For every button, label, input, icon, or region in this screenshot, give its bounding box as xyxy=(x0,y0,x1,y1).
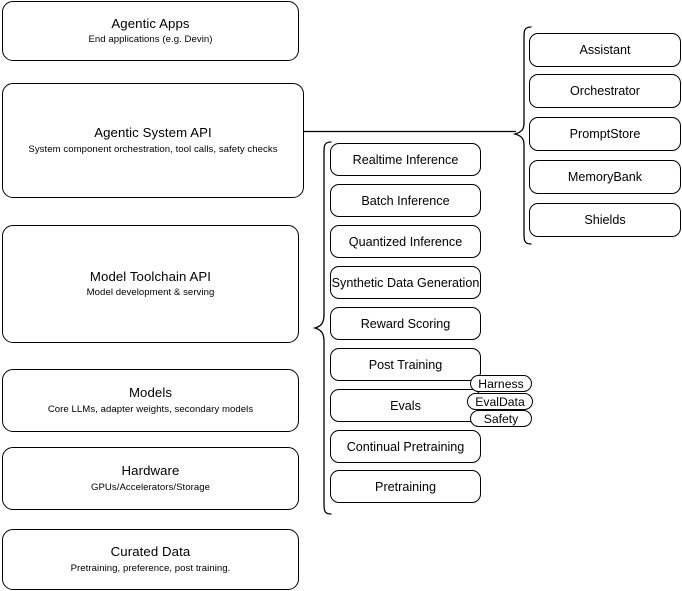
layer-title: Agentic Apps xyxy=(111,15,190,31)
toolchain-component-pretraining[interactable]: Pretraining xyxy=(330,470,481,503)
subcomponent-label: Safety xyxy=(483,411,519,426)
layer-title: Model Toolchain API xyxy=(89,268,212,284)
component-label: Synthetic Data Generation xyxy=(331,275,480,290)
stack-layer-hardware[interactable]: Hardware GPUs/Accelerators/Storage xyxy=(2,447,299,510)
layer-title: Agentic System API xyxy=(94,125,212,141)
connector-system-api-to-components xyxy=(304,125,520,139)
component-label: Assistant xyxy=(579,43,631,57)
component-label: PromptStore xyxy=(569,127,641,141)
layer-subtitle: End applications (e.g. Devin) xyxy=(88,34,213,46)
component-label: MemoryBank xyxy=(567,170,643,184)
component-label: Post Training xyxy=(368,357,443,372)
toolchain-component-batch-inference[interactable]: Batch Inference xyxy=(330,184,481,217)
toolchain-component-evals[interactable]: Evals xyxy=(330,389,481,422)
component-label: Realtime Inference xyxy=(352,152,459,167)
toolchain-component-reward-scoring[interactable]: Reward Scoring xyxy=(330,307,481,340)
evals-subcomponent-harness[interactable]: Harness xyxy=(470,375,532,392)
evals-subcomponent-evaldata[interactable]: EvalData xyxy=(467,393,533,410)
brace-toolchain-components xyxy=(311,140,333,516)
system-component-shields[interactable]: Shields xyxy=(529,203,681,237)
component-label: Shields xyxy=(584,213,626,227)
toolchain-component-post-training[interactable]: Post Training xyxy=(330,348,481,381)
component-label: Continual Pretraining xyxy=(346,439,465,454)
component-label: Pretraining xyxy=(375,479,436,494)
layer-subtitle: Pretraining, preference, post training. xyxy=(70,562,231,574)
system-component-orchestrator[interactable]: Orchestrator xyxy=(529,74,681,108)
system-component-memorybank[interactable]: MemoryBank xyxy=(529,160,681,194)
component-label: Batch Inference xyxy=(361,193,450,208)
subcomponent-label: Harness xyxy=(478,376,524,391)
stack-layer-models[interactable]: Models Core LLMs, adapter weights, secon… xyxy=(2,369,299,432)
system-component-assistant[interactable]: Assistant xyxy=(529,33,681,67)
stack-layer-curated-data[interactable]: Curated Data Pretraining, preference, po… xyxy=(2,529,299,590)
component-label: Evals xyxy=(390,398,421,413)
brace-system-components xyxy=(511,25,533,249)
stack-layer-agentic-system-api[interactable]: Agentic System API System component orch… xyxy=(2,83,304,198)
toolchain-component-quantized-inference[interactable]: Quantized Inference xyxy=(330,225,481,258)
toolchain-component-realtime-inference[interactable]: Realtime Inference xyxy=(330,143,481,176)
layer-subtitle: Model development & serving xyxy=(86,287,215,299)
component-label: Reward Scoring xyxy=(360,316,451,331)
stack-layer-model-toolchain-api[interactable]: Model Toolchain API Model development & … xyxy=(2,225,299,343)
evals-subcomponent-safety[interactable]: Safety xyxy=(470,410,532,427)
layer-subtitle: Core LLMs, adapter weights, secondary mo… xyxy=(47,403,254,415)
toolchain-component-continual-pretraining[interactable]: Continual Pretraining xyxy=(330,430,481,463)
layer-title: Models xyxy=(128,385,173,401)
layer-subtitle: System component orchestration, tool cal… xyxy=(28,143,278,155)
layer-title: Hardware xyxy=(121,463,180,479)
toolchain-component-synthetic-data-generation[interactable]: Synthetic Data Generation xyxy=(330,266,481,299)
layer-title: Curated Data xyxy=(110,544,191,560)
subcomponent-label: EvalData xyxy=(475,394,525,409)
component-label: Orchestrator xyxy=(570,84,640,98)
system-component-promptstore[interactable]: PromptStore xyxy=(529,117,681,151)
layer-subtitle: GPUs/Accelerators/Storage xyxy=(90,481,211,493)
stack-layer-agentic-apps[interactable]: Agentic Apps End applications (e.g. Devi… xyxy=(2,1,299,61)
component-label: Quantized Inference xyxy=(348,234,463,249)
